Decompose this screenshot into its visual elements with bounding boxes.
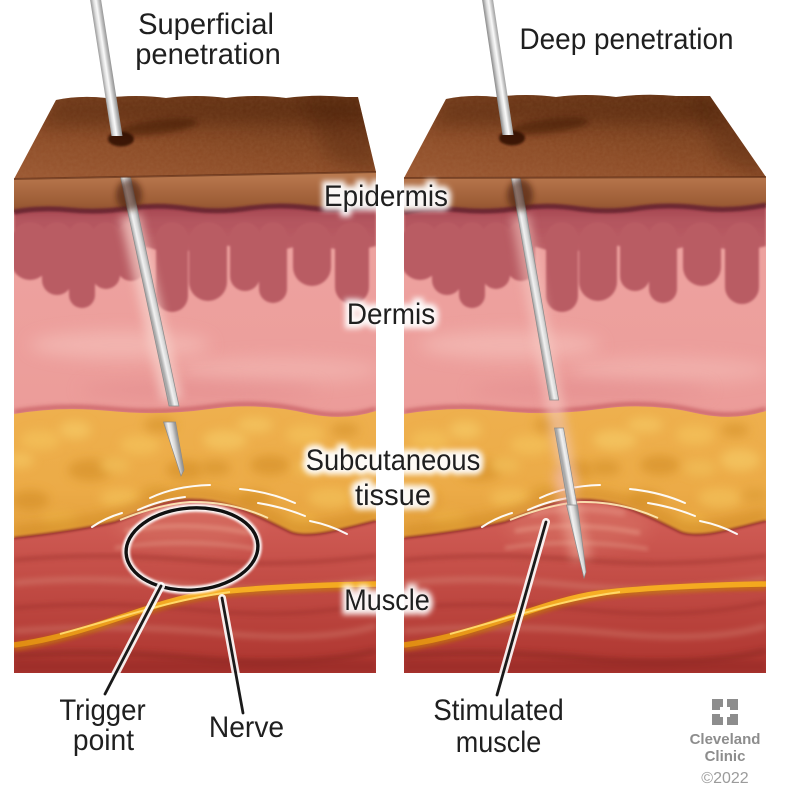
svg-text:Dermis: Dermis xyxy=(347,298,435,331)
svg-text:Nerve: Nerve xyxy=(209,711,284,744)
svg-text:Clinic: Clinic xyxy=(705,748,746,765)
svg-text:©2022: ©2022 xyxy=(701,770,748,787)
svg-text:Dermis: Dermis xyxy=(347,298,435,331)
svg-text:Epidermis: Epidermis xyxy=(324,180,448,213)
svg-text:Muscle: Muscle xyxy=(344,584,429,618)
svg-text:penetration: penetration xyxy=(135,38,281,71)
svg-text:muscle: muscle xyxy=(456,726,541,760)
svg-text:Epidermis: Epidermis xyxy=(324,180,448,213)
svg-text:Subcutaneous: Subcutaneous xyxy=(306,444,481,477)
svg-text:point: point xyxy=(73,724,134,757)
svg-text:Deep penetration: Deep penetration xyxy=(520,23,734,56)
svg-text:Superficial: Superficial xyxy=(138,8,274,41)
svg-text:Subcutaneous: Subcutaneous xyxy=(306,444,481,477)
svg-text:Cleveland: Cleveland xyxy=(690,731,761,748)
svg-text:Muscle: Muscle xyxy=(344,584,429,618)
svg-text:Trigger: Trigger xyxy=(59,694,146,727)
svg-text:Stimulated: Stimulated xyxy=(433,694,563,727)
svg-text:tissue: tissue xyxy=(355,479,431,512)
svg-text:tissue: tissue xyxy=(355,479,431,512)
